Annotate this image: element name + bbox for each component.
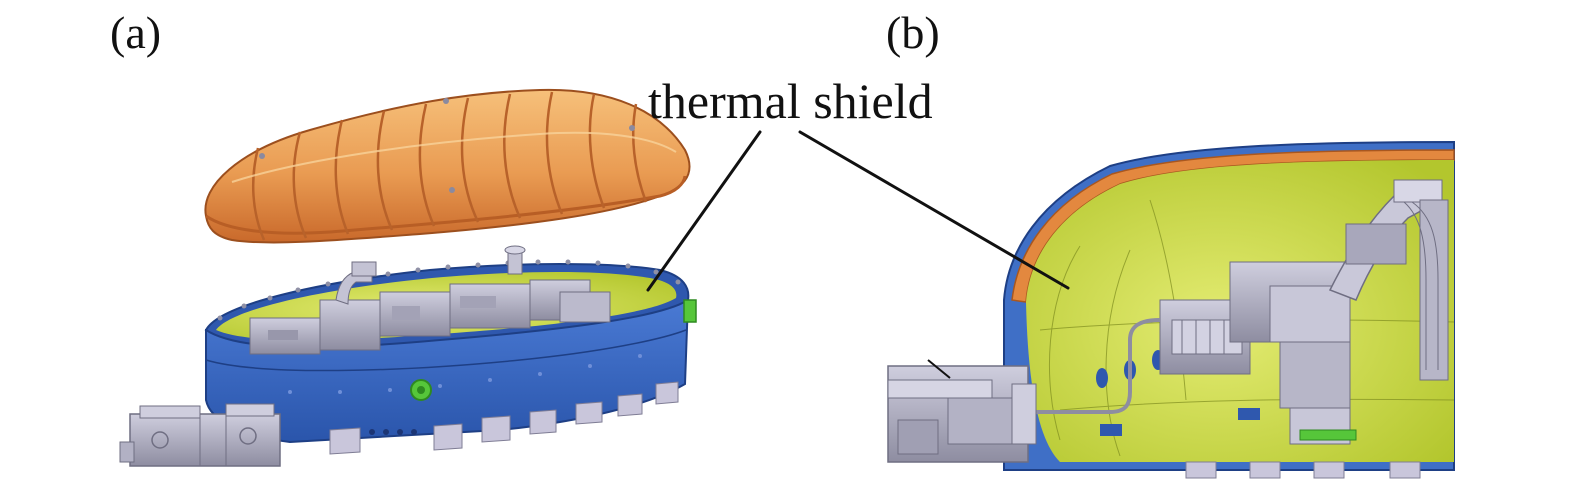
panel-b-drawing: [887, 140, 1455, 479]
coupler-b: [887, 359, 1037, 463]
internal-machinery-b: [1030, 179, 1449, 445]
leader-line-b: [798, 130, 1070, 290]
coupler-box: [119, 403, 281, 467]
leader-line-a: [646, 130, 762, 292]
panel-a-label: (a): [110, 7, 162, 58]
callout-leader-lines: [646, 130, 1070, 292]
thermal-shield-callout: thermal shield: [648, 73, 933, 129]
vacuum-vessel: [119, 245, 697, 467]
panel-b-label: (b): [886, 7, 940, 58]
panel-a-drawing: [119, 88, 697, 467]
shield-cover: [204, 88, 691, 244]
internal-machinery: [249, 245, 611, 355]
